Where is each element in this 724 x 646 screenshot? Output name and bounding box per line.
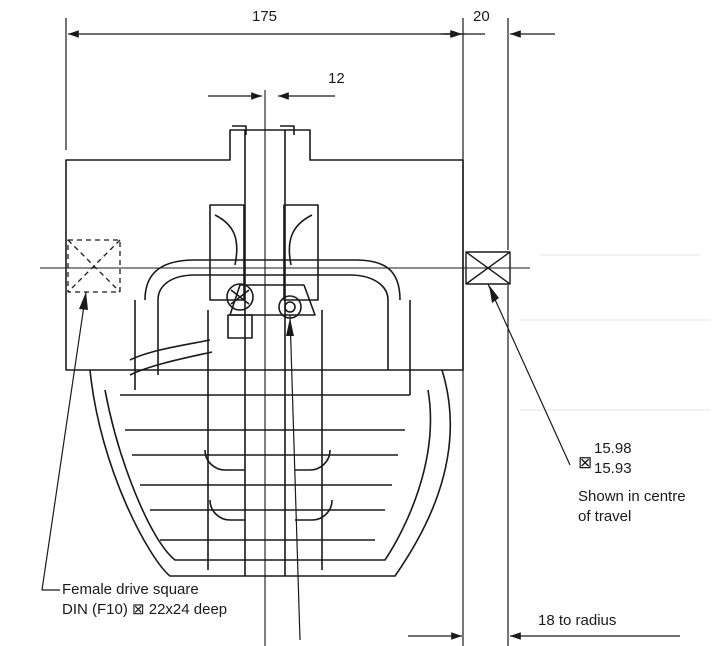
bleed-through-text (520, 254, 710, 411)
leader-lines (41, 283, 571, 641)
centre-note-line2: of travel (578, 508, 632, 525)
lower-body (89, 369, 452, 577)
radius-dimension: 18 to radius (538, 612, 617, 629)
offset-dimension: 20 (473, 8, 490, 25)
drive-shaft (207, 90, 323, 646)
drive-note-line2: DIN (F10) ⊠ 22x24 deep (62, 601, 228, 618)
leader-arrows (79, 285, 499, 336)
square-symbol-icon: ⊠ (578, 453, 593, 472)
square-size-lower: 15.93 (594, 460, 632, 477)
overall-width-dimension: 175 (252, 8, 278, 25)
centre-note-line1: Shown in centre (578, 488, 686, 505)
female-drive-square (67, 239, 121, 293)
drive-note-line1: Female drive square (62, 581, 199, 598)
yoke-mechanism (129, 204, 411, 395)
actuator-housing (65, 125, 464, 371)
square-size-upper: 15.98 (594, 440, 632, 457)
shaft-width-dimension: 12 (328, 70, 345, 87)
